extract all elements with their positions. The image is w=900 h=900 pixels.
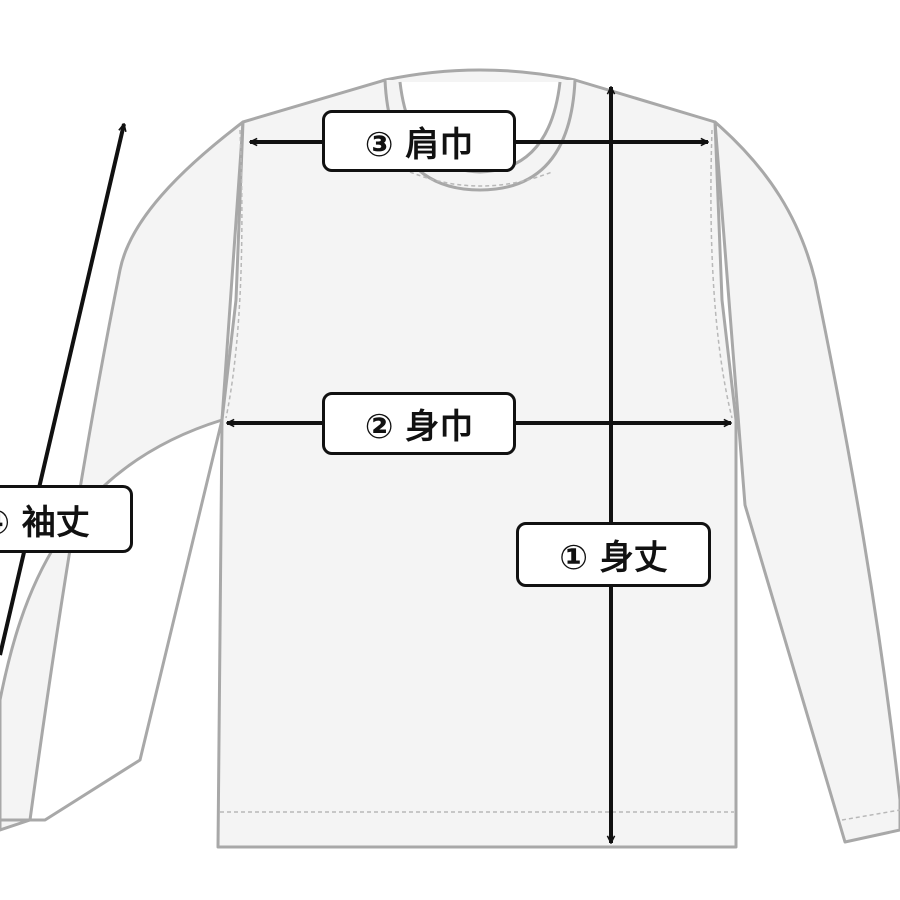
shirt-body: [216, 68, 738, 849]
left-sleeve: [0, 120, 245, 832]
right-sleeve: [713, 120, 900, 844]
chest-width-label: ② 身巾: [322, 392, 516, 455]
shirt-outline: [0, 68, 900, 849]
sleeve-length-arrow: [0, 124, 124, 656]
left-sleeve-inner: [0, 419, 224, 822]
shoulder-width-label: ③ 肩巾: [322, 110, 516, 172]
body-length-label: ① 身丈: [516, 522, 711, 587]
stitching: [220, 129, 900, 821]
sleeve-length-label: ④ 袖丈: [0, 485, 133, 553]
